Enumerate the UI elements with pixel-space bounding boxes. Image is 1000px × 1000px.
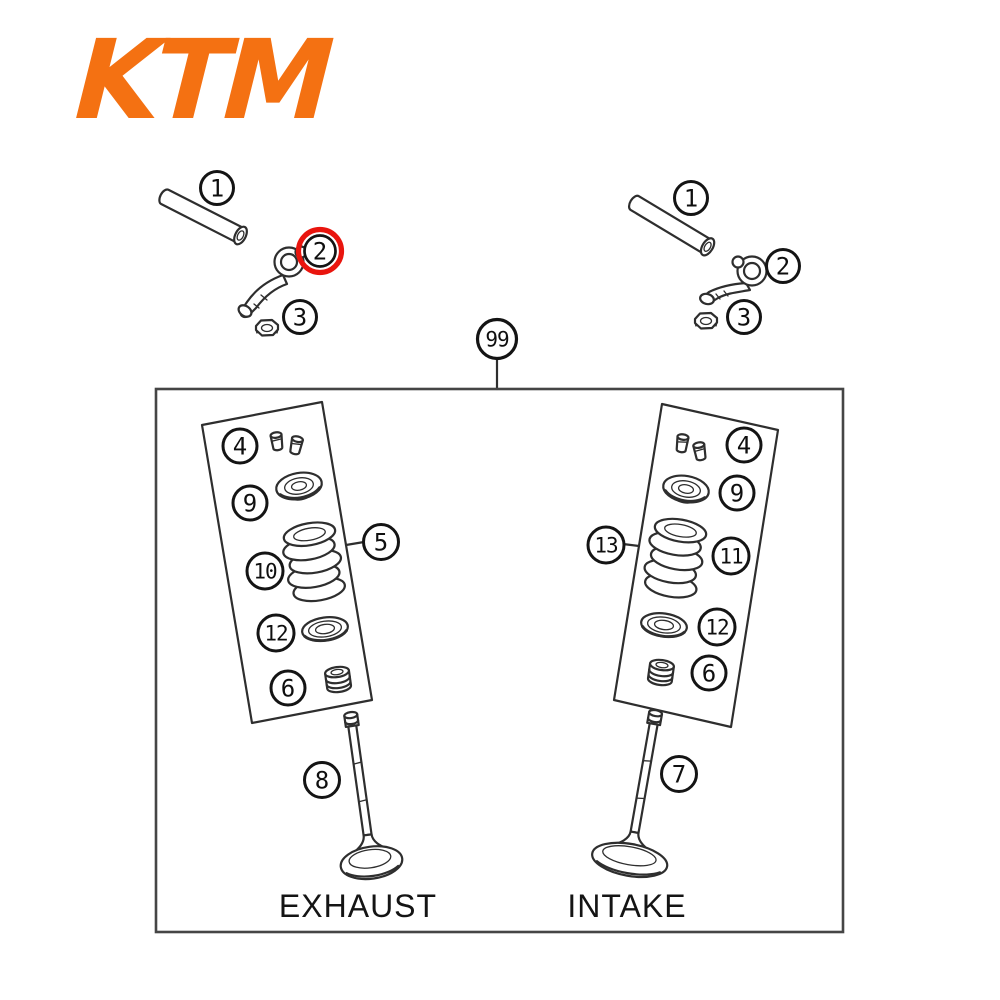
svg-text:7: 7 [672, 761, 686, 789]
svg-text:4: 4 [233, 433, 247, 461]
intake-valve-part [591, 708, 669, 879]
assembly-box [154, 387, 845, 934]
callout-exhaust-nut: 3 [282, 299, 318, 335]
callout-intake-seal: 6 [690, 654, 728, 692]
svg-text:2: 2 [776, 253, 790, 281]
callout-intake-nut: 3 [726, 299, 762, 335]
intake-rocker-group: 1 2 3 [624, 180, 801, 335]
svg-text:13: 13 [594, 534, 618, 558]
callout-exhaust-spring: 10 [245, 551, 285, 591]
svg-text:99: 99 [485, 328, 509, 352]
exhaust-valve-part [339, 710, 404, 881]
exhaust-label: EXHAUST [279, 888, 437, 924]
callout-intake-retainer: 9 [718, 474, 756, 512]
adjuster-nut-part [254, 318, 280, 337]
svg-text:3: 3 [293, 304, 307, 332]
exhaust-valve-kit: 4 9 10 12 6 5 [200, 400, 437, 924]
callout-exhaust-seal: 6 [269, 669, 307, 707]
ktm-logo-text: KTM [59, 17, 343, 145]
svg-text:12: 12 [705, 616, 728, 640]
callout-intake-spring: 11 [711, 536, 751, 576]
callout-intake-rocker: 2 [765, 248, 801, 284]
intake-valve-kit: 4 9 11 12 6 13 [567, 402, 780, 924]
rocker-arm-part [699, 255, 768, 306]
adjuster-nut-part [693, 311, 719, 330]
callout-intake-valve: 7 [660, 755, 698, 793]
callout-exhaust-shaft: 1 [199, 170, 235, 206]
leader-line [344, 540, 366, 547]
callout-exhaust-washer: 12 [256, 613, 296, 653]
svg-text:4: 4 [737, 432, 751, 460]
svg-text:9: 9 [730, 480, 744, 508]
callout-exhaust-spring-kit: 5 [362, 523, 400, 561]
intake-label: INTAKE [567, 888, 686, 924]
callout-exhaust-rocker-highlighted: 2 [295, 226, 345, 276]
callout-intake-shaft: 1 [673, 180, 709, 216]
callout-intake-keepers: 4 [725, 426, 763, 464]
callout-exhaust-keepers: 4 [221, 427, 259, 465]
callout-exhaust-valve: 8 [303, 761, 341, 799]
valve-stem-seal-part [646, 657, 676, 688]
callout-exhaust-retainer: 9 [231, 484, 269, 522]
svg-text:9: 9 [243, 490, 257, 518]
kit-outline [200, 400, 374, 725]
svg-text:5: 5 [374, 529, 388, 557]
svg-text:8: 8 [315, 767, 329, 795]
svg-text:1: 1 [210, 175, 224, 203]
leader-line [621, 542, 641, 548]
callout-intake-washer: 12 [697, 607, 737, 647]
svg-text:6: 6 [281, 675, 295, 703]
svg-text:11: 11 [719, 545, 743, 569]
svg-text:1: 1 [684, 185, 698, 213]
svg-text:6: 6 [702, 660, 716, 688]
svg-text:10: 10 [253, 560, 277, 584]
svg-text:3: 3 [737, 304, 751, 332]
assembly-callout: 99 [475, 317, 519, 391]
svg-text:12: 12 [264, 622, 287, 646]
valve-stem-seal-part [323, 664, 353, 695]
ktm-logo: KTM [59, 17, 343, 145]
exhaust-rocker-group: 1 2 3 [155, 170, 345, 337]
svg-text:2: 2 [313, 238, 327, 266]
callout-intake-spring-kit: 13 [586, 525, 626, 565]
red-highlight-ring [295, 226, 345, 276]
